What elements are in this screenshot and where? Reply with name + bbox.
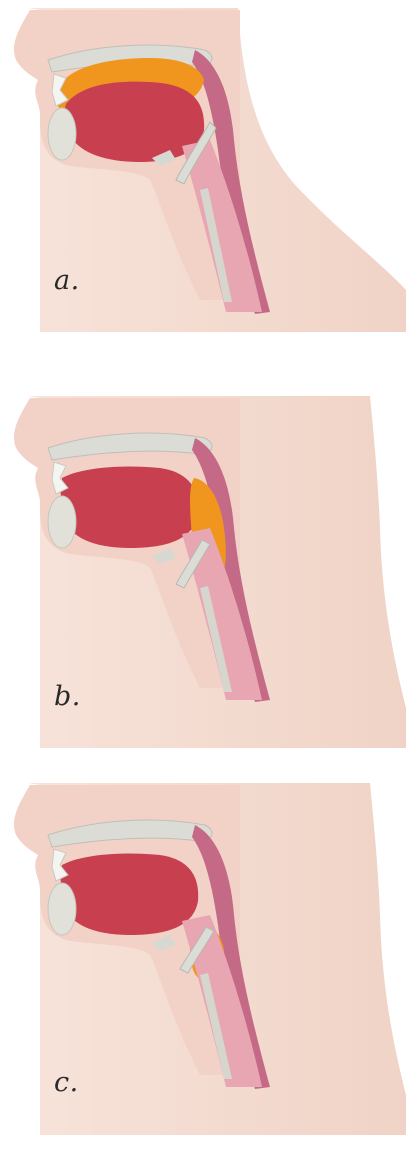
panel-a: a. [0,0,408,360]
tongue [61,466,199,548]
swallow-diagram-a [0,0,408,360]
jaw [48,883,76,935]
panel-label: c. [54,1067,79,1098]
panel-label: b. [54,681,81,712]
jaw [48,108,76,160]
panel-c: c. [0,775,408,1135]
tongue [61,853,199,935]
panel-label: a. [54,265,80,296]
jaw [48,496,76,548]
panel-b: b. [0,388,408,748]
